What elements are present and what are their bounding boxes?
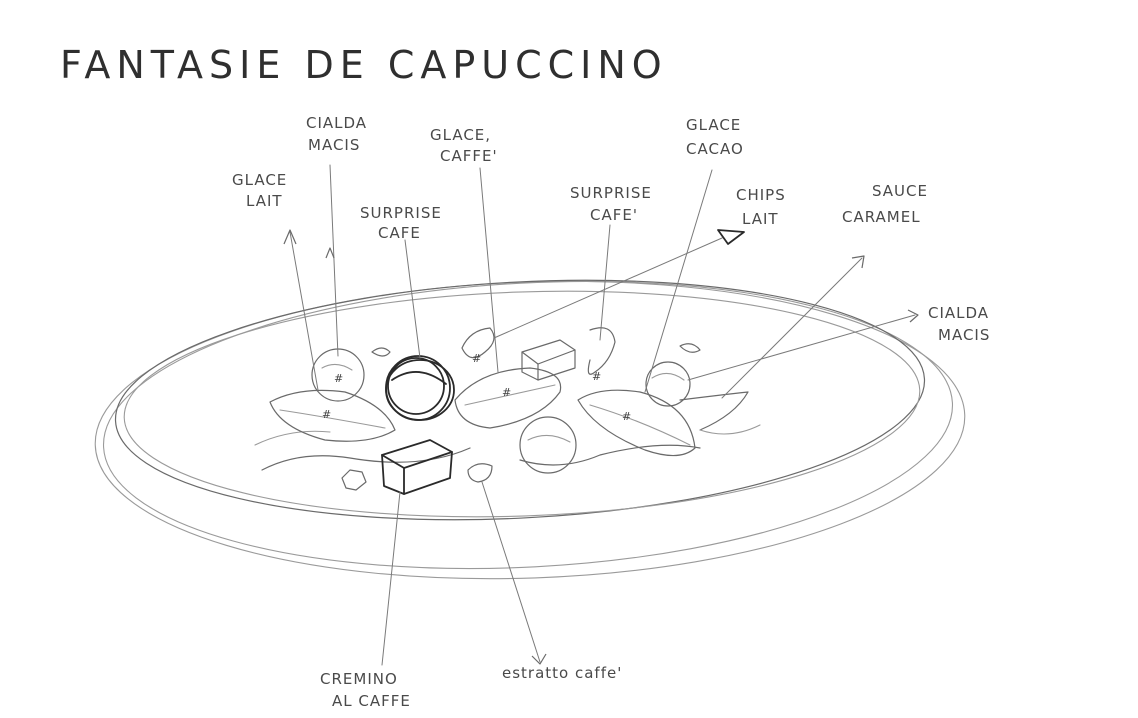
svg-text:#: # [592, 370, 602, 383]
plate [94, 279, 966, 580]
svg-text:CIALDA: CIALDA [928, 304, 989, 322]
svg-text:estratto caffe': estratto caffe' [502, 664, 622, 682]
svg-text:MACIS: MACIS [938, 326, 990, 344]
svg-text:CACAO: CACAO [686, 140, 744, 158]
quenelle-glace-cacao: # [577, 389, 696, 457]
svg-text:CAFFE': CAFFE' [440, 147, 498, 165]
label-surprise-cafe-left: SURPRISE CAFE [360, 204, 442, 242]
label-glace-caffe: GLACE, CAFFE' [430, 126, 498, 165]
svg-text:#: # [322, 408, 332, 421]
caramel-sauce-swooshes [254, 391, 761, 471]
label-glace-cacao: GLACE CACAO [686, 116, 744, 158]
svg-text:LAIT: LAIT [742, 210, 779, 228]
sphere-left: # [311, 348, 365, 402]
leader-lines [283, 164, 919, 666]
svg-text:#: # [334, 372, 344, 385]
wafer-chips: # # [461, 327, 616, 383]
cremino-cube [381, 439, 453, 495]
quenelle-glace-caffe: # [454, 367, 562, 429]
svg-text:CHIPS: CHIPS [736, 186, 786, 204]
label-cialda-macis-right: CIALDA MACIS [928, 304, 990, 344]
svg-text:CAFE: CAFE [378, 224, 421, 242]
label-cremino-al-caffe: CREMINO AL CAFFE [320, 670, 411, 710]
svg-text:GLACE,: GLACE, [430, 126, 491, 144]
svg-text:LAIT: LAIT [246, 192, 283, 210]
svg-text:CREMINO: CREMINO [320, 670, 398, 688]
svg-text:SAUCE: SAUCE [872, 182, 928, 200]
svg-text:SURPRISE: SURPRISE [360, 204, 442, 222]
label-glace-lait: GLACE LAIT [232, 171, 287, 210]
label-estratto-caffe: estratto caffe' [502, 664, 622, 682]
svg-text:#: # [502, 386, 512, 399]
quenelle-glace-lait: # [269, 389, 396, 442]
svg-text:GLACE: GLACE [232, 171, 287, 189]
svg-text:CIALDA: CIALDA [306, 114, 367, 132]
svg-text:CARAMEL: CARAMEL [842, 208, 921, 226]
label-sauce-caramel: SAUCE CARAMEL [842, 182, 928, 226]
svg-text:#: # [622, 410, 632, 423]
svg-text:GLACE: GLACE [686, 116, 741, 134]
svg-text:CAFE': CAFE' [590, 206, 638, 224]
svg-text:MACIS: MACIS [308, 136, 360, 154]
center-cube [521, 339, 576, 381]
label-surprise-cafe-right: SURPRISE CAFE' [570, 184, 652, 224]
svg-text:AL CAFFE: AL CAFFE [332, 692, 411, 710]
small-decorations [341, 343, 701, 491]
sphere-right [645, 361, 691, 407]
svg-text:SURPRISE: SURPRISE [570, 184, 652, 202]
label-cialda-macis-top: CIALDA MACIS [306, 114, 367, 154]
sketch-title: FANTASIE DE CAPUCCINO [60, 43, 668, 87]
sphere-bottom [519, 416, 577, 474]
surprise-cafe-ball [385, 355, 455, 421]
label-chips-lait: CHIPS LAIT [736, 186, 786, 228]
svg-text:#: # [472, 352, 482, 365]
